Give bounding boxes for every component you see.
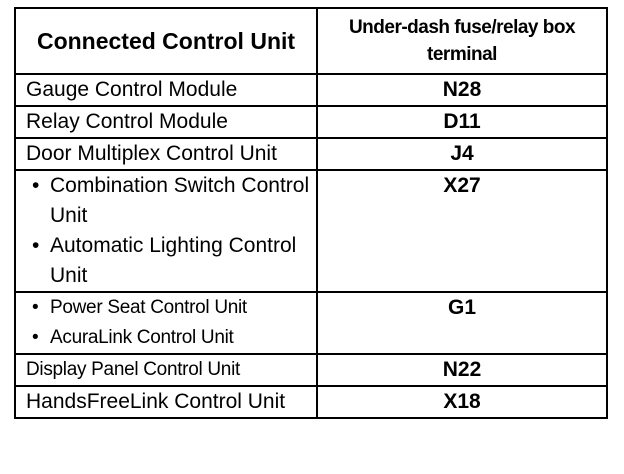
unit-cell: Gauge Control Module — [14, 73, 318, 107]
header-row: Connected Control Unit Under-dash fuse/r… — [14, 7, 608, 75]
unit-cell: HandsFreeLink Control Unit — [14, 385, 318, 419]
unit-cell: Combination Switch Control Unit Automati… — [14, 169, 318, 293]
table-row: Gauge Control Module N28 — [14, 73, 608, 107]
bullet-item: Automatic Lighting Control Unit — [26, 231, 316, 291]
bullet-item: AcuraLink Control Unit — [26, 323, 316, 353]
bullet-item: Power Seat Control Unit — [26, 293, 316, 323]
header-terminal: Under-dash fuse/relay box terminal — [316, 7, 608, 75]
terminal-cell: X27 — [316, 169, 608, 293]
terminal-cell: N22 — [316, 353, 608, 387]
terminal-cell: G1 — [316, 291, 608, 355]
unit-cell: Relay Control Module — [14, 105, 318, 139]
unit-cell: Display Panel Control Unit — [14, 353, 318, 387]
table-row: HandsFreeLink Control Unit X18 — [14, 385, 608, 419]
terminal-cell: N28 — [316, 73, 608, 107]
connector-table: Connected Control Unit Under-dash fuse/r… — [14, 7, 608, 419]
table-row: Door Multiplex Control Unit J4 — [14, 137, 608, 171]
table-row: Combination Switch Control Unit Automati… — [14, 169, 608, 293]
table-row: Power Seat Control Unit AcuraLink Contro… — [14, 291, 608, 355]
terminal-cell: D11 — [316, 105, 608, 139]
table-row: Display Panel Control Unit N22 — [14, 353, 608, 387]
unit-cell: Power Seat Control Unit AcuraLink Contro… — [14, 291, 318, 355]
header-unit: Connected Control Unit — [14, 7, 318, 75]
terminal-cell: X18 — [316, 385, 608, 419]
unit-cell: Door Multiplex Control Unit — [14, 137, 318, 171]
terminal-cell: J4 — [316, 137, 608, 171]
bullet-item: Combination Switch Control Unit — [26, 171, 316, 231]
table-row: Relay Control Module D11 — [14, 105, 608, 139]
